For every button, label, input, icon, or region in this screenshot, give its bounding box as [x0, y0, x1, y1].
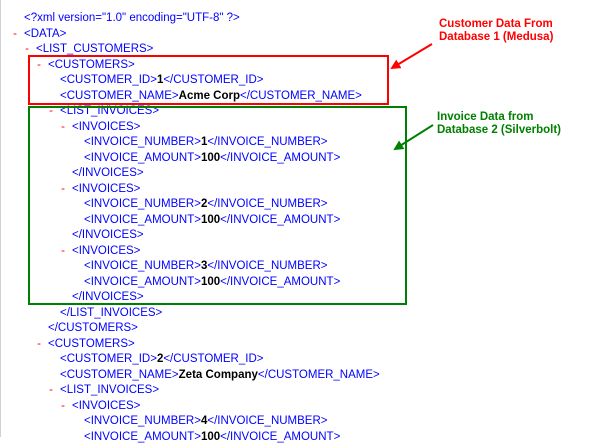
customer-data-highlight-box [28, 55, 389, 105]
xml-open-tag: <INVOICE_AMOUNT> [84, 152, 201, 164]
xml-line: <INVOICE_NUMBER>4</INVOICE_NUMBER> [84, 414, 328, 428]
xml-open-tag: <INVOICE_AMOUNT> [84, 276, 201, 288]
xml-value: 1 [156, 74, 164, 86]
collapse-toggle[interactable]: - [37, 338, 41, 350]
xml-close-tag: </CUSTOMER_ID> [163, 74, 264, 86]
xml-value: 100 [200, 276, 221, 288]
xml-line: <INVOICE_AMOUNT>100</INVOICE_AMOUNT> [84, 213, 340, 227]
xml-line: <INVOICE_NUMBER>2</INVOICE_NUMBER> [84, 197, 328, 211]
invoice-callout-line1: Invoice Data from [437, 111, 534, 123]
collapse-toggle[interactable]: - [13, 28, 17, 40]
collapse-toggle[interactable]: - [61, 245, 65, 257]
xml-open-tag: <INVOICE_NUMBER> [84, 198, 201, 210]
collapse-toggle[interactable]: - [61, 121, 65, 133]
xml-open-tag: <CUSTOMER_NAME> [60, 90, 179, 102]
xml-line: </LIST_INVOICES> [60, 306, 162, 320]
xml-line: <CUSTOMER_NAME>Zeta Company</CUSTOMER_NA… [60, 368, 380, 382]
collapse-toggle[interactable]: - [61, 183, 65, 195]
xml-line: <INVOICE_AMOUNT>100</INVOICE_AMOUNT> [84, 151, 340, 165]
xml-open-tag: <CUSTOMER_NAME> [60, 369, 179, 381]
invoice-data-callout: Invoice Data from Database 2 (Silverbolt… [437, 111, 561, 137]
customer-data-callout: Customer Data From Database 1 (Medusa) [439, 18, 553, 44]
xml-value: 4 [200, 415, 208, 427]
xml-close-tag: </INVOICE_AMOUNT> [220, 214, 341, 226]
xml-line: </INVOICES> [72, 290, 144, 304]
xml-line: -<INVOICES> [61, 399, 141, 413]
xml-line: <CUSTOMER_ID>2</CUSTOMER_ID> [60, 352, 263, 366]
xml-tag: </INVOICES> [72, 291, 144, 303]
xml-line: <CUSTOMER_NAME>Acme Corp</CUSTOMER_NAME> [60, 89, 362, 103]
xml-tag: <INVOICES> [72, 121, 141, 133]
xml-value: 2 [156, 353, 164, 365]
invoice-callout-line2: Database 2 (Silverbolt) [437, 124, 561, 136]
xml-tag: <INVOICES> [72, 400, 141, 412]
xml-line: -<LIST_INVOICES> [49, 104, 160, 118]
xml-tag: <LIST_INVOICES> [60, 105, 160, 117]
xml-tag: <LIST_CUSTOMERS> [36, 43, 154, 55]
xml-line: -<CUSTOMERS> [37, 337, 135, 351]
xml-open-tag: <INVOICE_NUMBER> [84, 136, 201, 148]
xml-line: </INVOICES> [72, 228, 144, 242]
xml-tag: <INVOICES> [72, 245, 141, 257]
xml-value: 100 [200, 214, 221, 226]
xml-close-tag: </INVOICE_NUMBER> [207, 260, 328, 272]
xml-value: 100 [200, 152, 221, 164]
xml-line: </INVOICES> [72, 166, 144, 180]
customer-callout-line1: Customer Data From [439, 18, 553, 30]
collapse-toggle[interactable]: - [49, 384, 53, 396]
customer-arrow [390, 43, 433, 70]
xml-open-tag: <CUSTOMER_ID> [60, 74, 157, 86]
xml-value: Zeta Company [178, 369, 258, 381]
xml-line: -<LIST_INVOICES> [49, 383, 160, 397]
collapse-toggle[interactable]: - [25, 43, 29, 55]
xml-line: </CUSTOMERS> [48, 321, 138, 335]
xml-line: <INVOICE_AMOUNT>100</INVOICE_AMOUNT> [84, 275, 340, 289]
xml-close-tag: </CUSTOMER_ID> [163, 353, 264, 365]
xml-tag: <CUSTOMERS> [48, 338, 135, 350]
xml-line: <CUSTOMER_ID>1</CUSTOMER_ID> [60, 73, 263, 87]
xml-line: -<INVOICES> [61, 182, 141, 196]
customer-callout-line2: Database 1 (Medusa) [439, 31, 554, 43]
xml-line: -<LIST_CUSTOMERS> [25, 42, 154, 56]
xml-tag: <CUSTOMERS> [48, 59, 135, 71]
xml-line: -<INVOICES> [61, 244, 141, 258]
xml-close-tag: </INVOICE_NUMBER> [207, 198, 328, 210]
xml-tag: <DATA> [24, 28, 67, 40]
xml-tag: </LIST_INVOICES> [60, 307, 163, 319]
collapse-toggle[interactable]: - [37, 59, 41, 71]
xml-close-tag: </CUSTOMER_NAME> [257, 369, 380, 381]
xml-open-tag: <CUSTOMER_ID> [60, 353, 157, 365]
xml-value: 1 [200, 136, 208, 148]
xml-line: <INVOICE_NUMBER>1</INVOICE_NUMBER> [84, 135, 328, 149]
collapse-toggle[interactable]: - [49, 105, 53, 117]
xml-close-tag: </INVOICE_NUMBER> [207, 136, 328, 148]
xml-open-tag: <INVOICE_AMOUNT> [84, 214, 201, 226]
xml-tag: <LIST_INVOICES> [60, 384, 160, 396]
xml-tag: <INVOICES> [72, 183, 141, 195]
xml-tag: </INVOICES> [72, 229, 144, 241]
xml-tag: </CUSTOMERS> [48, 322, 138, 334]
xml-open-tag: <INVOICE_NUMBER> [84, 260, 201, 272]
xml-open-tag: <INVOICE_NUMBER> [84, 415, 201, 427]
xml-close-tag: </INVOICE_AMOUNT> [220, 152, 341, 164]
xml-value: 2 [200, 198, 208, 210]
xml-line: -<DATA> [13, 27, 67, 41]
xml-value: Acme Corp [178, 90, 241, 102]
collapse-toggle[interactable]: - [61, 400, 65, 412]
xml-line: <INVOICE_NUMBER>3</INVOICE_NUMBER> [84, 259, 328, 273]
invoice-data-highlight-box [28, 106, 407, 305]
xml-tag: </INVOICES> [72, 167, 144, 179]
xml-declaration: <?xml version="1.0" encoding="UTF-8" ?> [24, 12, 240, 24]
window-left-edge [0, 0, 1, 437]
invoice-arrow [393, 124, 434, 151]
xml-line: <?xml version="1.0" encoding="UTF-8" ?> [24, 11, 240, 25]
xml-line: -<CUSTOMERS> [37, 58, 135, 72]
xml-line: -<INVOICES> [61, 120, 141, 134]
xml-close-tag: </INVOICE_AMOUNT> [220, 276, 341, 288]
xml-value: 3 [200, 260, 208, 272]
xml-close-tag: </INVOICE_NUMBER> [207, 415, 328, 427]
xml-close-tag: </CUSTOMER_NAME> [240, 90, 362, 102]
